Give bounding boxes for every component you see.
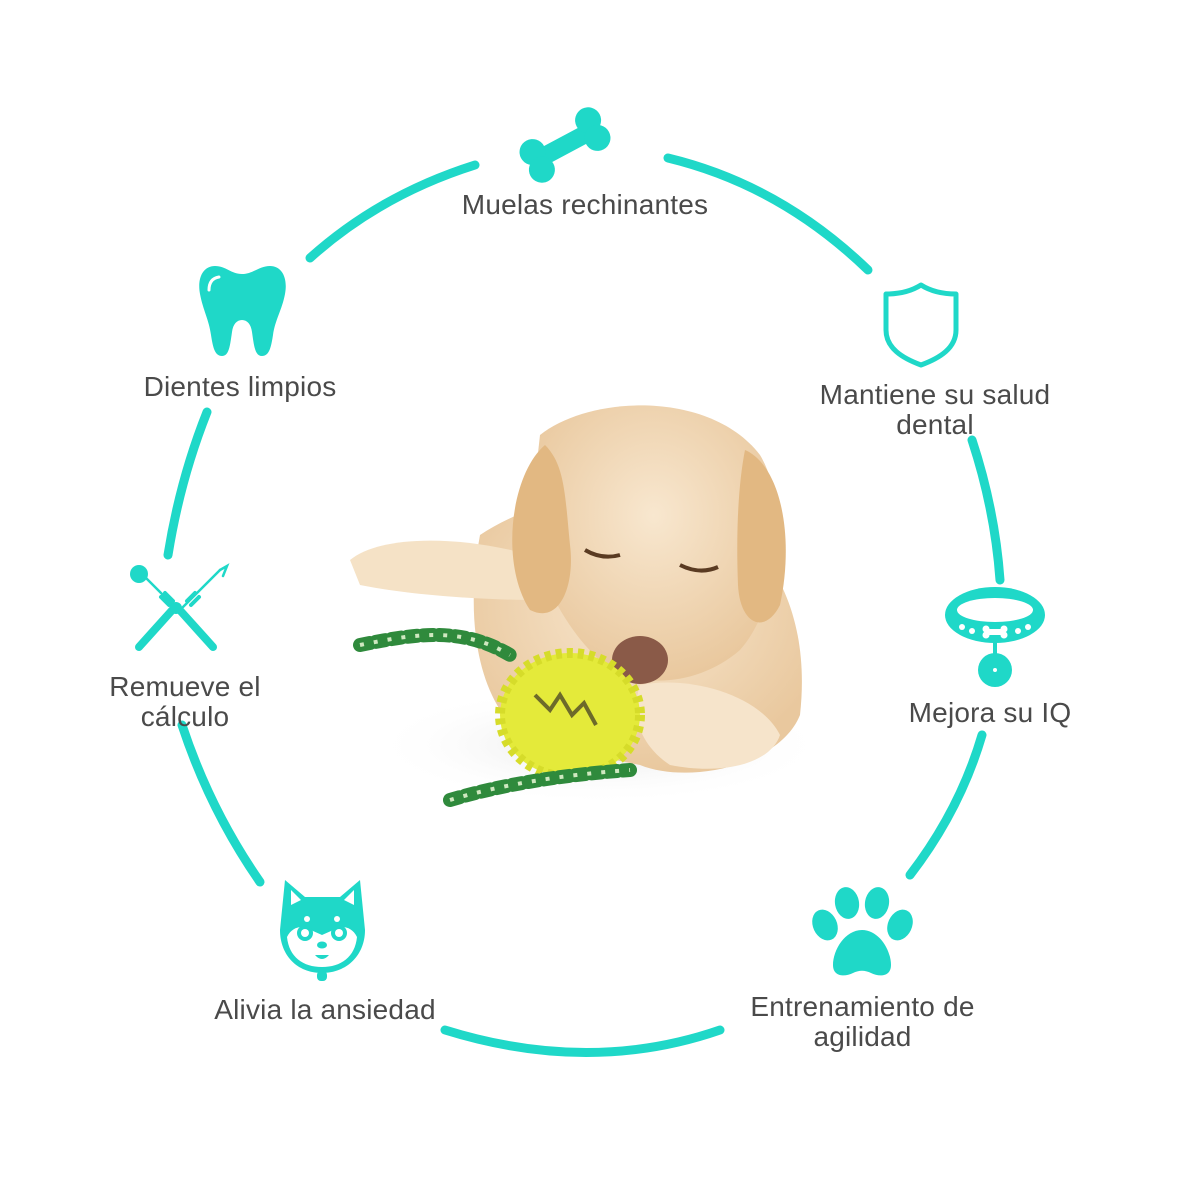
feature-muelas-rechinantes: Muelas rechinantes [430,190,740,220]
ring-arc [163,407,212,560]
dental-tools-icon [130,563,230,651]
ring-arc [177,720,265,887]
feature-label: Muelas rechinantes [461,189,709,220]
paw-print-icon [812,887,913,976]
feature-label: Alivia la ansiedad [214,994,436,1025]
bone-icon [519,107,611,183]
ring-arc [967,435,1005,585]
feature-label: Mejora su IQ [908,697,1072,728]
shiba-dog-face-icon [280,880,365,981]
feature-label: Dientes limpios [143,371,337,402]
feature-alivia-ansiedad: Alivia la ansiedad [190,995,460,1025]
feature-mantiene-salud-dental: Mantiene su salud dental [790,380,1080,440]
feature-mejora-iq: Mejora su IQ [885,698,1095,728]
dog-collar-icon [945,587,1045,687]
feature-label: Mantiene su salud dental [819,379,1051,440]
ring-arc [905,730,987,880]
feature-label: Remueve el cálculo [109,671,261,732]
shield-icon [883,282,959,368]
ring-arc [440,1025,725,1057]
ring-arc [663,153,873,275]
ring-arc [305,160,480,263]
feature-remueve-calculo: Remueve el cálculo [85,672,285,732]
feature-label: Entrenamiento de agilidad [750,991,975,1052]
chew-toy [495,648,645,782]
feature-dientes-limpios: Dientes limpios [110,372,370,402]
feature-entrenamiento-agilidad: Entrenamiento de agilidad [720,992,1005,1052]
dog-with-toy-photo [350,405,820,807]
tooth-icon [199,266,286,356]
